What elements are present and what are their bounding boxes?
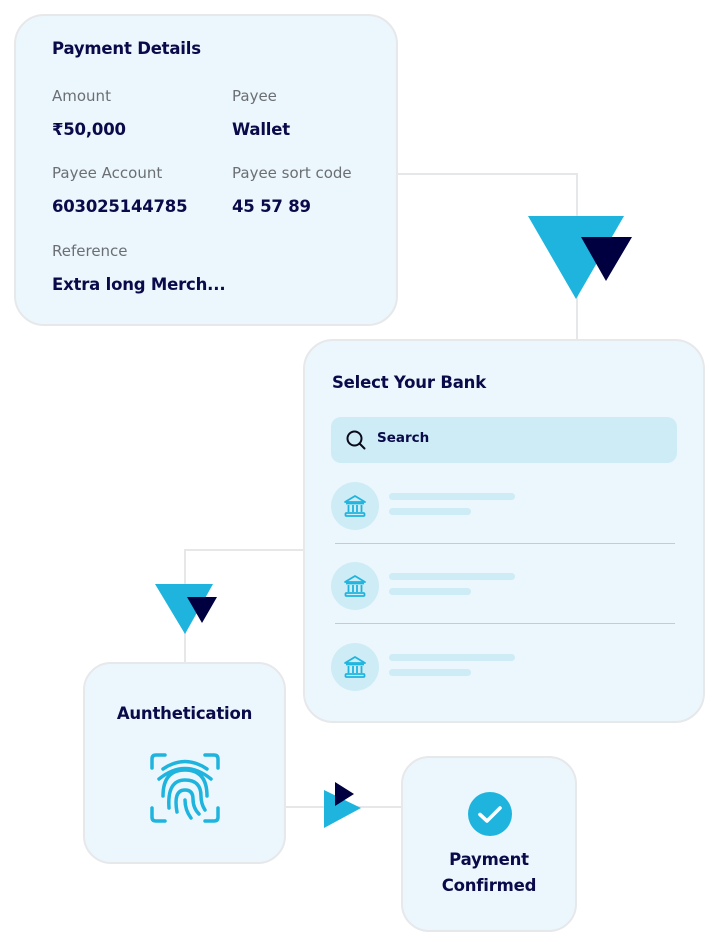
bank-name-skeleton	[389, 654, 515, 661]
payment-details-title: Payment Details	[52, 39, 201, 58]
payee-account-label: Payee Account	[52, 164, 163, 182]
bank-list-divider	[335, 543, 675, 544]
arrow-right-navy-triangle	[335, 782, 354, 806]
bank-list-item[interactable]	[331, 482, 677, 530]
payee-label: Payee	[232, 87, 277, 105]
reference-label: Reference	[52, 242, 128, 260]
payment-details-card: Payment Details Amount ₹50,000 Payee Wal…	[14, 14, 398, 326]
bank-icon	[344, 575, 366, 597]
reference-value: Extra long Merch...	[52, 275, 226, 294]
amount-label: Amount	[52, 87, 111, 105]
amount-value: ₹50,000	[52, 120, 126, 139]
bank-avatar	[331, 562, 379, 610]
search-placeholder: Search	[377, 430, 430, 446]
payment-confirmed-card: Payment Confirmed	[401, 756, 577, 932]
arrow-right-icon	[324, 782, 361, 828]
payee-value: Wallet	[232, 120, 290, 139]
arrow-down-icon	[528, 216, 632, 299]
arrow-down-accent-triangle	[528, 216, 624, 299]
bank-detail-skeleton	[389, 588, 471, 595]
bank-avatar	[331, 482, 379, 530]
bank-detail-skeleton	[389, 508, 471, 515]
payee-sort-code-label: Payee sort code	[232, 164, 352, 182]
bank-detail-skeleton	[389, 669, 471, 676]
bank-avatar	[331, 643, 379, 691]
bank-icon	[344, 495, 366, 517]
bank-list-item[interactable]	[331, 643, 677, 691]
arrow-right-accent-triangle	[324, 790, 361, 828]
bank-list-item[interactable]	[331, 562, 677, 610]
payee-sort-code-value: 45 57 89	[232, 197, 311, 216]
arrow-down-small-navy-triangle	[187, 597, 217, 623]
arrow-down-navy-triangle	[581, 237, 632, 281]
bank-search-input[interactable]: Search	[331, 417, 677, 463]
payment-confirmed-line1: Payment	[449, 850, 529, 869]
select-bank-title: Select Your Bank	[332, 373, 486, 392]
authentication-title: Aunthetication	[116, 704, 253, 723]
bank-name-skeleton	[389, 493, 515, 500]
bank-icon	[344, 656, 366, 678]
connector-bank-to-auth-h	[184, 549, 305, 551]
arrow-down-small-accent-triangle	[155, 584, 213, 634]
payee-account-value: 603025144785	[52, 197, 188, 216]
search-icon	[346, 430, 366, 450]
authentication-card: Aunthetication	[83, 662, 286, 864]
bank-list-divider	[335, 623, 675, 624]
select-bank-card: Select Your Bank Search	[303, 339, 705, 723]
fingerprint-icon[interactable]	[149, 752, 221, 824]
connector-details-to-bank-h	[396, 173, 578, 175]
arrow-down-small-icon	[155, 584, 217, 634]
bank-name-skeleton	[389, 573, 515, 580]
check-circle-icon	[468, 792, 512, 836]
payment-confirmed-line2: Confirmed	[441, 876, 537, 895]
